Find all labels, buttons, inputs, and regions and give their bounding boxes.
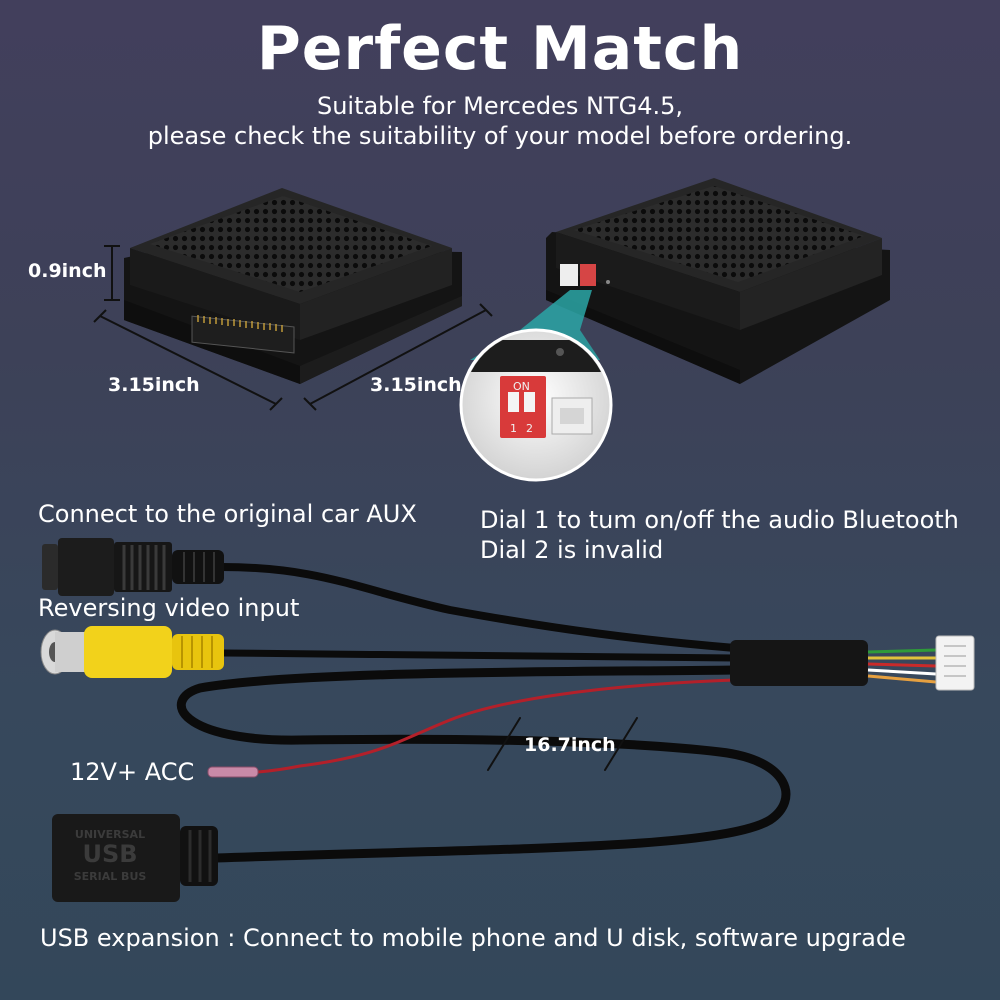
usb-text-2: USB: [82, 840, 137, 868]
usb-label: USB expansion : Connect to mobile phone …: [40, 924, 906, 952]
cable-sleeve: [730, 635, 975, 691]
acc-label: 12V+ ACC: [70, 758, 195, 786]
video-label: Reversing video input: [38, 594, 300, 622]
pin-header: [191, 315, 295, 354]
dip-pos-1-label: 1: [510, 422, 517, 435]
dip-switch-small: [580, 264, 596, 286]
subtitle-line-2: please check the suitability of your mod…: [147, 122, 853, 150]
rca-plug: [40, 626, 224, 678]
cable-harness: [176, 563, 791, 863]
height-label: 0.9inch: [28, 260, 107, 282]
right-module: [546, 178, 890, 384]
dimension-lines: [93, 245, 493, 411]
left-module: [124, 188, 462, 384]
dip-on-label: ON: [513, 380, 530, 393]
cable-length-label: 16.7inch: [524, 734, 616, 756]
usb-text-1: UNIVERSAL: [75, 828, 145, 841]
aux-plug: [42, 538, 224, 596]
subtitle-line-1: Suitable for Mercedes NTG4.5,: [316, 92, 684, 120]
usb-plug: UNIVERSAL USB SERIAL BUS: [52, 814, 218, 902]
dip-pos-2-label: 2: [526, 422, 533, 435]
dip-desc-line-1: Dial 1 to tum on/off the audio Bluetooth: [480, 506, 959, 534]
depth-label: 3.15inch: [370, 374, 462, 396]
width-label: 3.15inch: [108, 374, 200, 396]
dip-desc-line-2: Dial 2 is invalid: [480, 536, 664, 564]
acc-terminal: [207, 766, 259, 778]
usb-text-3: SERIAL BUS: [74, 870, 147, 883]
page-title: Perfect Match: [256, 14, 744, 84]
aux-label: Connect to the original car AUX: [38, 500, 417, 528]
jst-connector: [935, 635, 975, 691]
dip-switch-zoom: [459, 328, 613, 482]
